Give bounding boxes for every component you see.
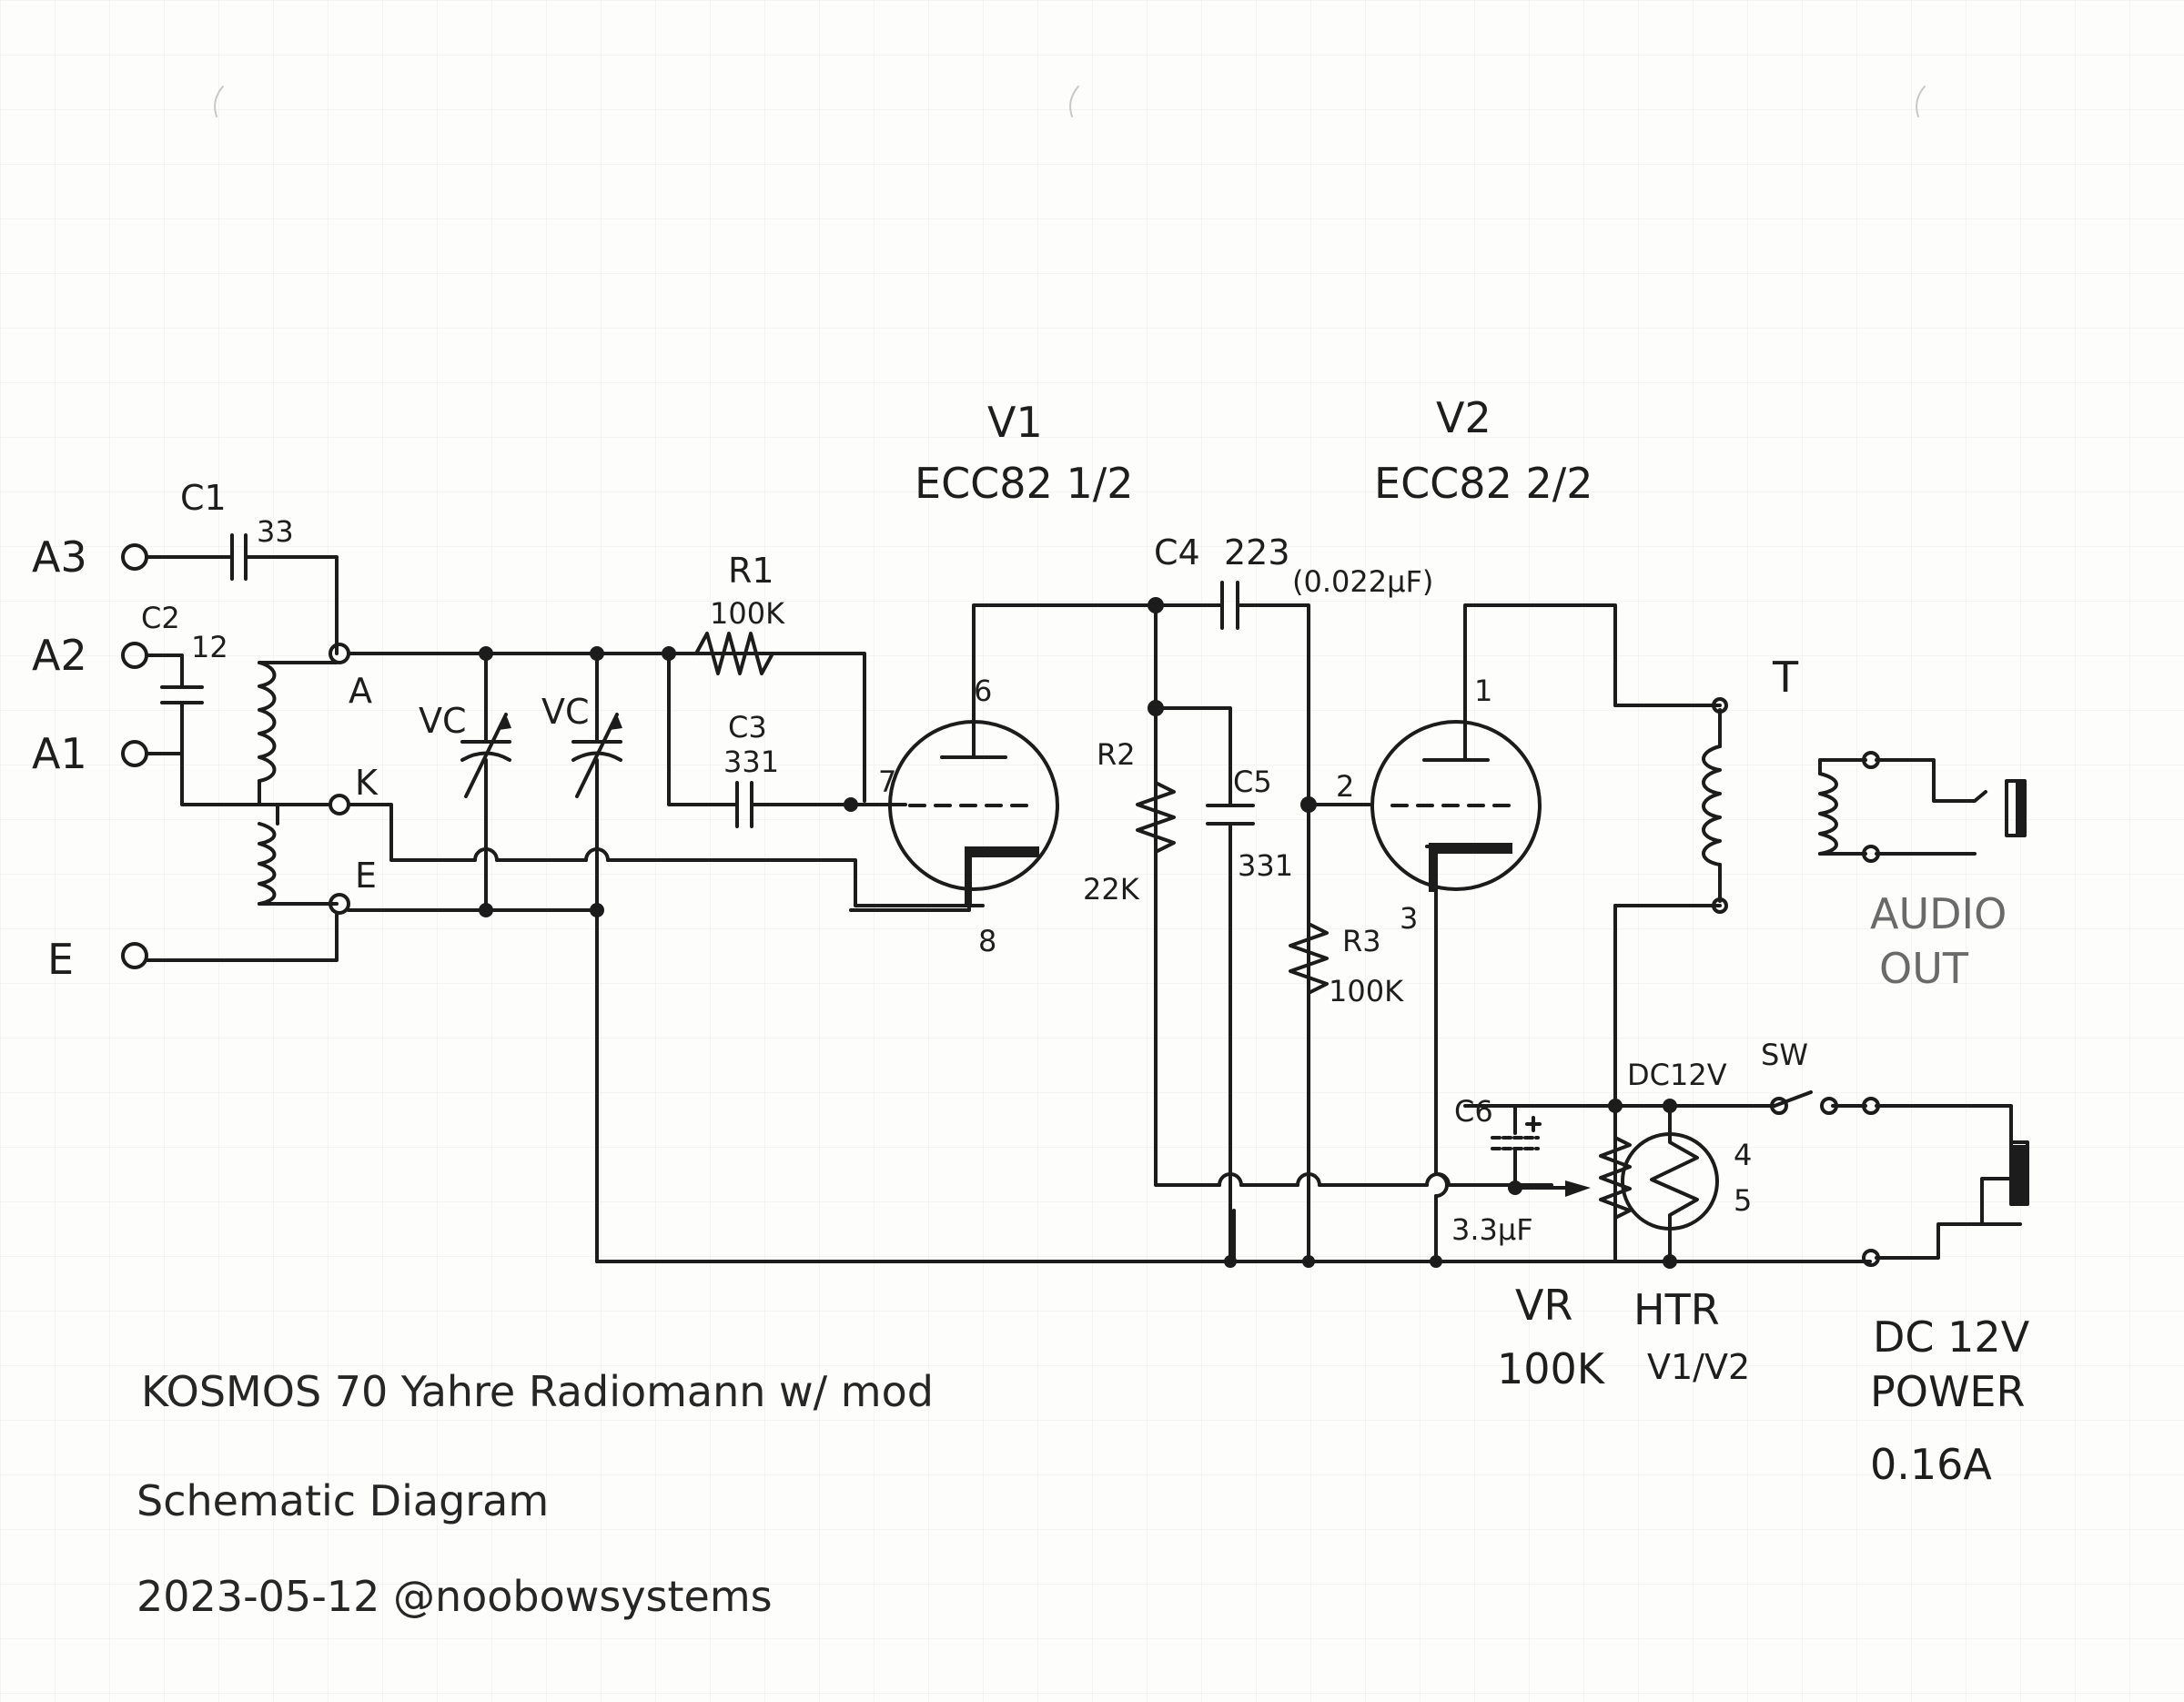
label-vc1: VC — [419, 701, 467, 741]
interstage-junctions — [1148, 597, 1317, 813]
label-c1-value: 33 — [257, 514, 294, 549]
label-v1: V1 — [987, 398, 1043, 447]
power-jack-terminals — [1862, 1097, 1880, 1267]
interstage-section — [1136, 581, 1553, 1263]
label-c2-value: 12 — [191, 630, 228, 664]
label-c4: C4 — [1154, 532, 1200, 572]
power-switch[interactable] — [1770, 1097, 1838, 1115]
tuning-section — [347, 632, 985, 1263]
label-htr-pin4: 4 — [1734, 1138, 1752, 1172]
tube-v2-cathode — [1429, 843, 1512, 892]
label-vc2: VC — [541, 692, 590, 732]
label-v1-pin8: 8 — [978, 924, 996, 958]
label-r3: R3 — [1342, 924, 1381, 958]
label-htr-sub: V1/V2 — [1647, 1347, 1750, 1387]
input-terminal-e[interactable] — [121, 942, 148, 969]
label-v1-pin6: 6 — [974, 674, 992, 708]
headphone-jack-audio-out[interactable] — [2016, 783, 2026, 836]
label-switch: SW — [1761, 1038, 1808, 1072]
label-v1-type: ECC82 1/2 — [915, 459, 1134, 508]
label-c3-value: 331 — [723, 745, 779, 779]
label-c3: C3 — [728, 710, 767, 745]
dc-power-jack[interactable] — [2011, 1145, 2027, 1203]
label-terminal-k: K — [355, 763, 379, 803]
label-c4-value: 223 — [1224, 532, 1290, 572]
input-section: A3 A2 A1 E C1 33 C2 12 A K E — [32, 478, 379, 984]
label-c1: C1 — [180, 478, 227, 518]
note-subtitle: Schematic Diagram — [136, 1476, 549, 1525]
label-c5: C5 — [1233, 765, 1272, 799]
label-c6: C6 — [1454, 1094, 1493, 1129]
power-junctions — [1224, 1099, 1677, 1269]
tube-v2: V2 ECC82 2/2 1 2 3 — [1336, 393, 1722, 1263]
note-title: KOSMOS 70 Yahre Radiomann w/ mod — [141, 1367, 934, 1416]
label-audio-out-1: AUDIO — [1870, 889, 2007, 938]
label-terminal-a: A — [349, 671, 372, 711]
label-a2: A2 — [32, 631, 87, 680]
label-v2-pin1: 1 — [1474, 674, 1492, 708]
label-r3-value: 100K — [1329, 974, 1404, 1008]
label-terminal-e: E — [355, 856, 377, 896]
label-v2-pin3: 3 — [1400, 901, 1418, 936]
output-transformer — [1613, 608, 2027, 1103]
label-v2-type: ECC82 2/2 — [1374, 459, 1593, 508]
label-r1: R1 — [728, 551, 774, 591]
label-r2: R2 — [1097, 737, 1136, 772]
label-a3: A3 — [32, 532, 87, 582]
label-vr: VR — [1515, 1281, 1572, 1330]
tube-v2-envelope — [1370, 720, 1542, 891]
transformer-terminals — [1712, 697, 1880, 914]
label-htr: HTR — [1633, 1285, 1720, 1334]
label-a1: A1 — [32, 729, 87, 778]
tuning-arrows — [499, 714, 622, 730]
label-c2: C2 — [141, 601, 180, 635]
note-date-author: 2023-05-12 @noobowsystems — [136, 1572, 773, 1621]
label-audio-out-2: OUT — [1879, 944, 1969, 993]
label-dc-power-1: DC 12V — [1873, 1312, 2030, 1362]
label-c4-note: (0.022μF) — [1292, 564, 1433, 599]
label-r1-value: 100K — [710, 596, 785, 631]
label-c5-value: 331 — [1238, 848, 1293, 883]
label-e-input: E — [47, 935, 74, 984]
tube-v1-cathode — [965, 846, 1039, 906]
label-v2-pin2: 2 — [1336, 769, 1354, 804]
label-transformer: T — [1772, 653, 1799, 702]
terminal-e[interactable] — [329, 893, 350, 915]
label-c6-value: 3.3μF — [1451, 1212, 1533, 1247]
binder-marks — [214, 86, 1926, 117]
label-htr-pin5: 5 — [1734, 1183, 1752, 1218]
label-dc12v-rail: DC12V — [1627, 1058, 1727, 1092]
tube-v1: V1 ECC82 1/2 6 7 8 — [849, 398, 1158, 958]
input-wiring — [145, 533, 339, 962]
label-r2-value: 22K — [1083, 872, 1140, 907]
label-vr-value: 100K — [1497, 1344, 1606, 1393]
label-dc-power-2: POWER — [1870, 1367, 2025, 1416]
label-v2: V2 — [1436, 393, 1491, 442]
label-dc-power-3: 0.16A — [1870, 1440, 1992, 1489]
label-v1-pin7: 7 — [878, 765, 896, 799]
